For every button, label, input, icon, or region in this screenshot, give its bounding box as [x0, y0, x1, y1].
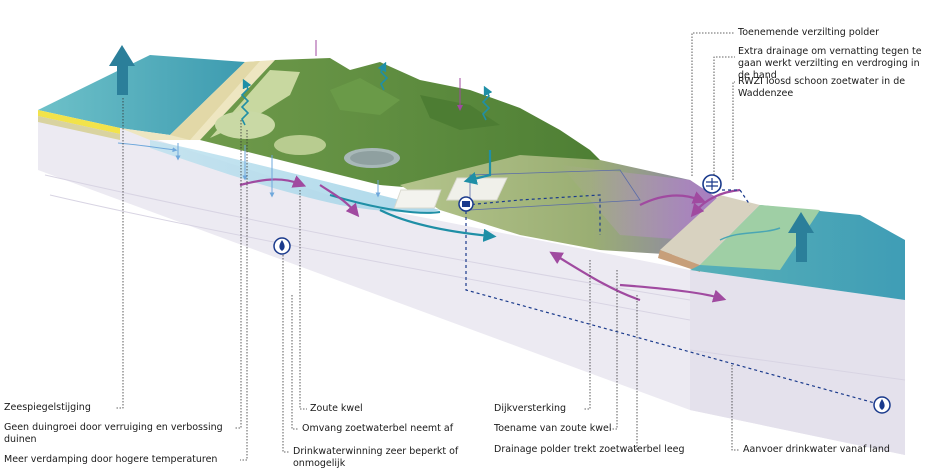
label-leader-lines	[116, 32, 740, 461]
ground-block	[38, 115, 906, 455]
label-toename-zoute-kwel: Toename van zoute kwel	[494, 423, 612, 434]
label-zoute-kwel: Zoute kwel	[310, 403, 363, 414]
sea-level-rise-arrow-right	[788, 212, 814, 262]
treatment-plant-icon	[702, 174, 722, 194]
label-geen-duingroei: Geen duingroei door verruiging en verbos…	[4, 422, 223, 445]
label-aanvoer-drinkwater: Aanvoer drinkwater vanaf land	[743, 444, 890, 455]
beach	[120, 60, 275, 140]
polder-area	[393, 155, 720, 255]
dike	[658, 195, 760, 272]
label-drinkwaterwinning: Drinkwaterwinning zeer beperkt of onmoge…	[293, 446, 459, 469]
label-zeespiegelstijging: Zeespiegelstijging	[4, 402, 91, 413]
label-dijkversterking: Dijkversterking	[494, 403, 567, 414]
groundwater-flow-arrows	[379, 150, 497, 242]
salt-seepage-arrows	[239, 40, 741, 303]
label-drainage-polder: Drainage polder trekt zoetwaterbel leeg	[494, 444, 685, 455]
label-meer-verdamping: Meer verdamping door hogere temperaturen	[4, 454, 218, 465]
water-drop-icon	[273, 237, 291, 255]
infiltration-arrows	[117, 142, 381, 198]
north-sea	[38, 55, 245, 140]
pumping-station-icon	[458, 196, 474, 212]
label-rwzi: RWZI loosd schoon zoetwater in de Wadden…	[738, 76, 906, 99]
label-extra-drainage: Extra drainage om vernatting tegen te ga…	[738, 46, 922, 81]
label-omvang-zoetwaterbel: Omvang zoetwaterbel neemt af	[302, 423, 454, 434]
sea-level-rise-arrow-left	[109, 45, 135, 95]
water-drop-icon-supply	[873, 396, 891, 414]
label-toenemende-verzilting: Toenemende verzilting polder	[738, 27, 880, 38]
drinking-water-supply-line	[465, 189, 883, 406]
evaporation-arrows	[240, 61, 493, 126]
